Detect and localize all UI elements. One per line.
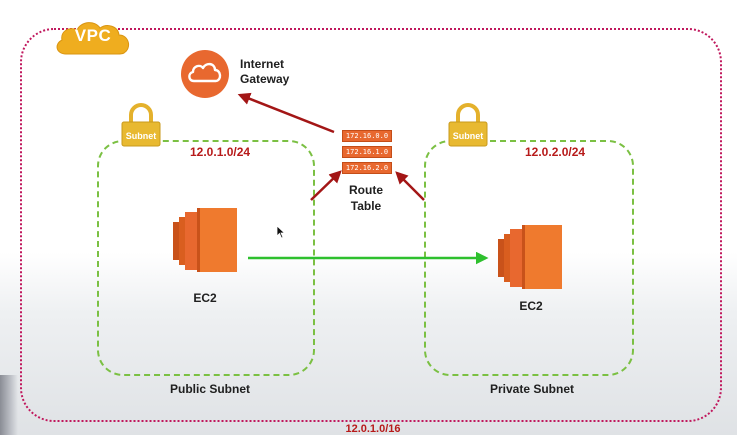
- route-table-label-line2: Table: [350, 199, 382, 213]
- internet-gateway-label-line2: Gateway: [240, 72, 290, 86]
- vpc-label: VPC: [74, 26, 112, 45]
- route-table-label: Route Table: [336, 182, 396, 214]
- background-shade: [0, 375, 18, 435]
- public-subnet-to-route-table-arrow: [310, 170, 342, 201]
- vpc-cloud-badge-icon: [56, 22, 130, 55]
- public-ec2-label: EC2: [193, 291, 217, 305]
- internet-gateway-label: Internet Gateway: [240, 57, 310, 87]
- public-subnet-lock-icon: Subnet: [118, 103, 164, 149]
- private-subnet-name: Private Subnet: [489, 382, 575, 396]
- public-subnet-name: Public Subnet: [169, 382, 250, 396]
- private-subnet-badge-label: Subnet: [452, 131, 484, 141]
- private-subnet-cidr: 12.0.2.0/24: [525, 145, 586, 159]
- route-table-icon: 172.16.0.0 172.16.1.0 172.16.2.0: [340, 128, 394, 176]
- private-subnet-to-route-table-arrow: [395, 171, 425, 201]
- ec2-instance-icon: [173, 208, 237, 272]
- route-table-entry: 172.16.1.0: [342, 146, 392, 158]
- public-subnet-cidr: 12.0.1.0/24: [190, 145, 251, 159]
- private-ec2-label: EC2: [519, 299, 543, 313]
- ec2-instance-icon: [498, 225, 562, 289]
- vpc-cidr: 12.0.1.0/16: [345, 423, 401, 435]
- internet-gateway-label-line1: Internet: [240, 57, 285, 71]
- private-subnet-lock-icon: Subnet: [445, 103, 491, 149]
- route-table-to-gateway-arrow: [237, 92, 335, 134]
- internet-gateway-cloud-icon: [181, 50, 229, 98]
- public-subnet-badge-label: Subnet: [125, 131, 157, 141]
- route-table-label-line1: Route: [349, 183, 383, 197]
- mouse-cursor-icon: [276, 225, 286, 239]
- route-table-entry: 172.16.2.0: [342, 162, 392, 174]
- route-table-entry: 172.16.0.0: [342, 130, 392, 142]
- vpc-boundary: [20, 28, 722, 422]
